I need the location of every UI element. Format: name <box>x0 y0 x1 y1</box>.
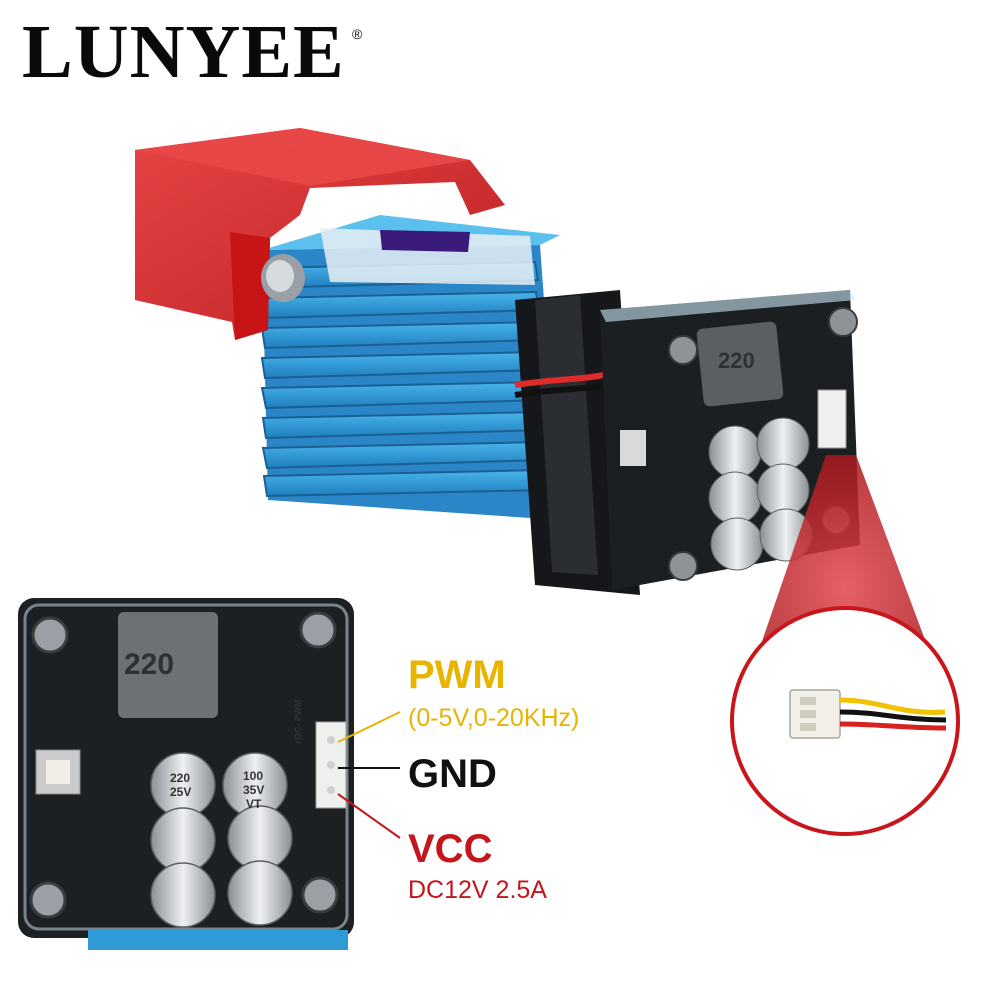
capacitor-value-flipped: 220 <box>170 771 191 785</box>
vcc-pin-spec: DC12V 2.5A <box>408 876 547 904</box>
vcc-leader-line <box>337 793 401 839</box>
registered-mark: ® <box>352 26 363 42</box>
brand-logo: LUNYEE <box>22 10 345 94</box>
connector-callout <box>730 455 960 836</box>
capacitor-value-label: 100 <box>243 769 264 783</box>
capacitor-series-label: VT <box>246 797 262 811</box>
inductor-marking: 220 <box>124 648 175 681</box>
vcc-pin-label: VCC <box>408 827 493 871</box>
capacitor-voltage-label: 35V <box>243 783 265 797</box>
pwm-pin-label: PWM <box>408 653 506 697</box>
thumb-screw <box>261 254 305 302</box>
inductor-marking-main: 220 <box>718 348 755 373</box>
pwm-leader-line <box>337 711 401 743</box>
driver-board-closeup <box>18 598 354 950</box>
pwm-pin-spec: (0-5V,0-20KHz) <box>408 704 580 732</box>
gnd-pin-label: GND <box>408 752 497 796</box>
heatsink <box>260 215 560 520</box>
connector-pins-label: +DC- PWM <box>293 699 303 745</box>
laser-module <box>135 128 860 595</box>
capacitor-voltage-flipped: 25V <box>170 785 192 799</box>
red-protective-shield <box>135 128 505 340</box>
